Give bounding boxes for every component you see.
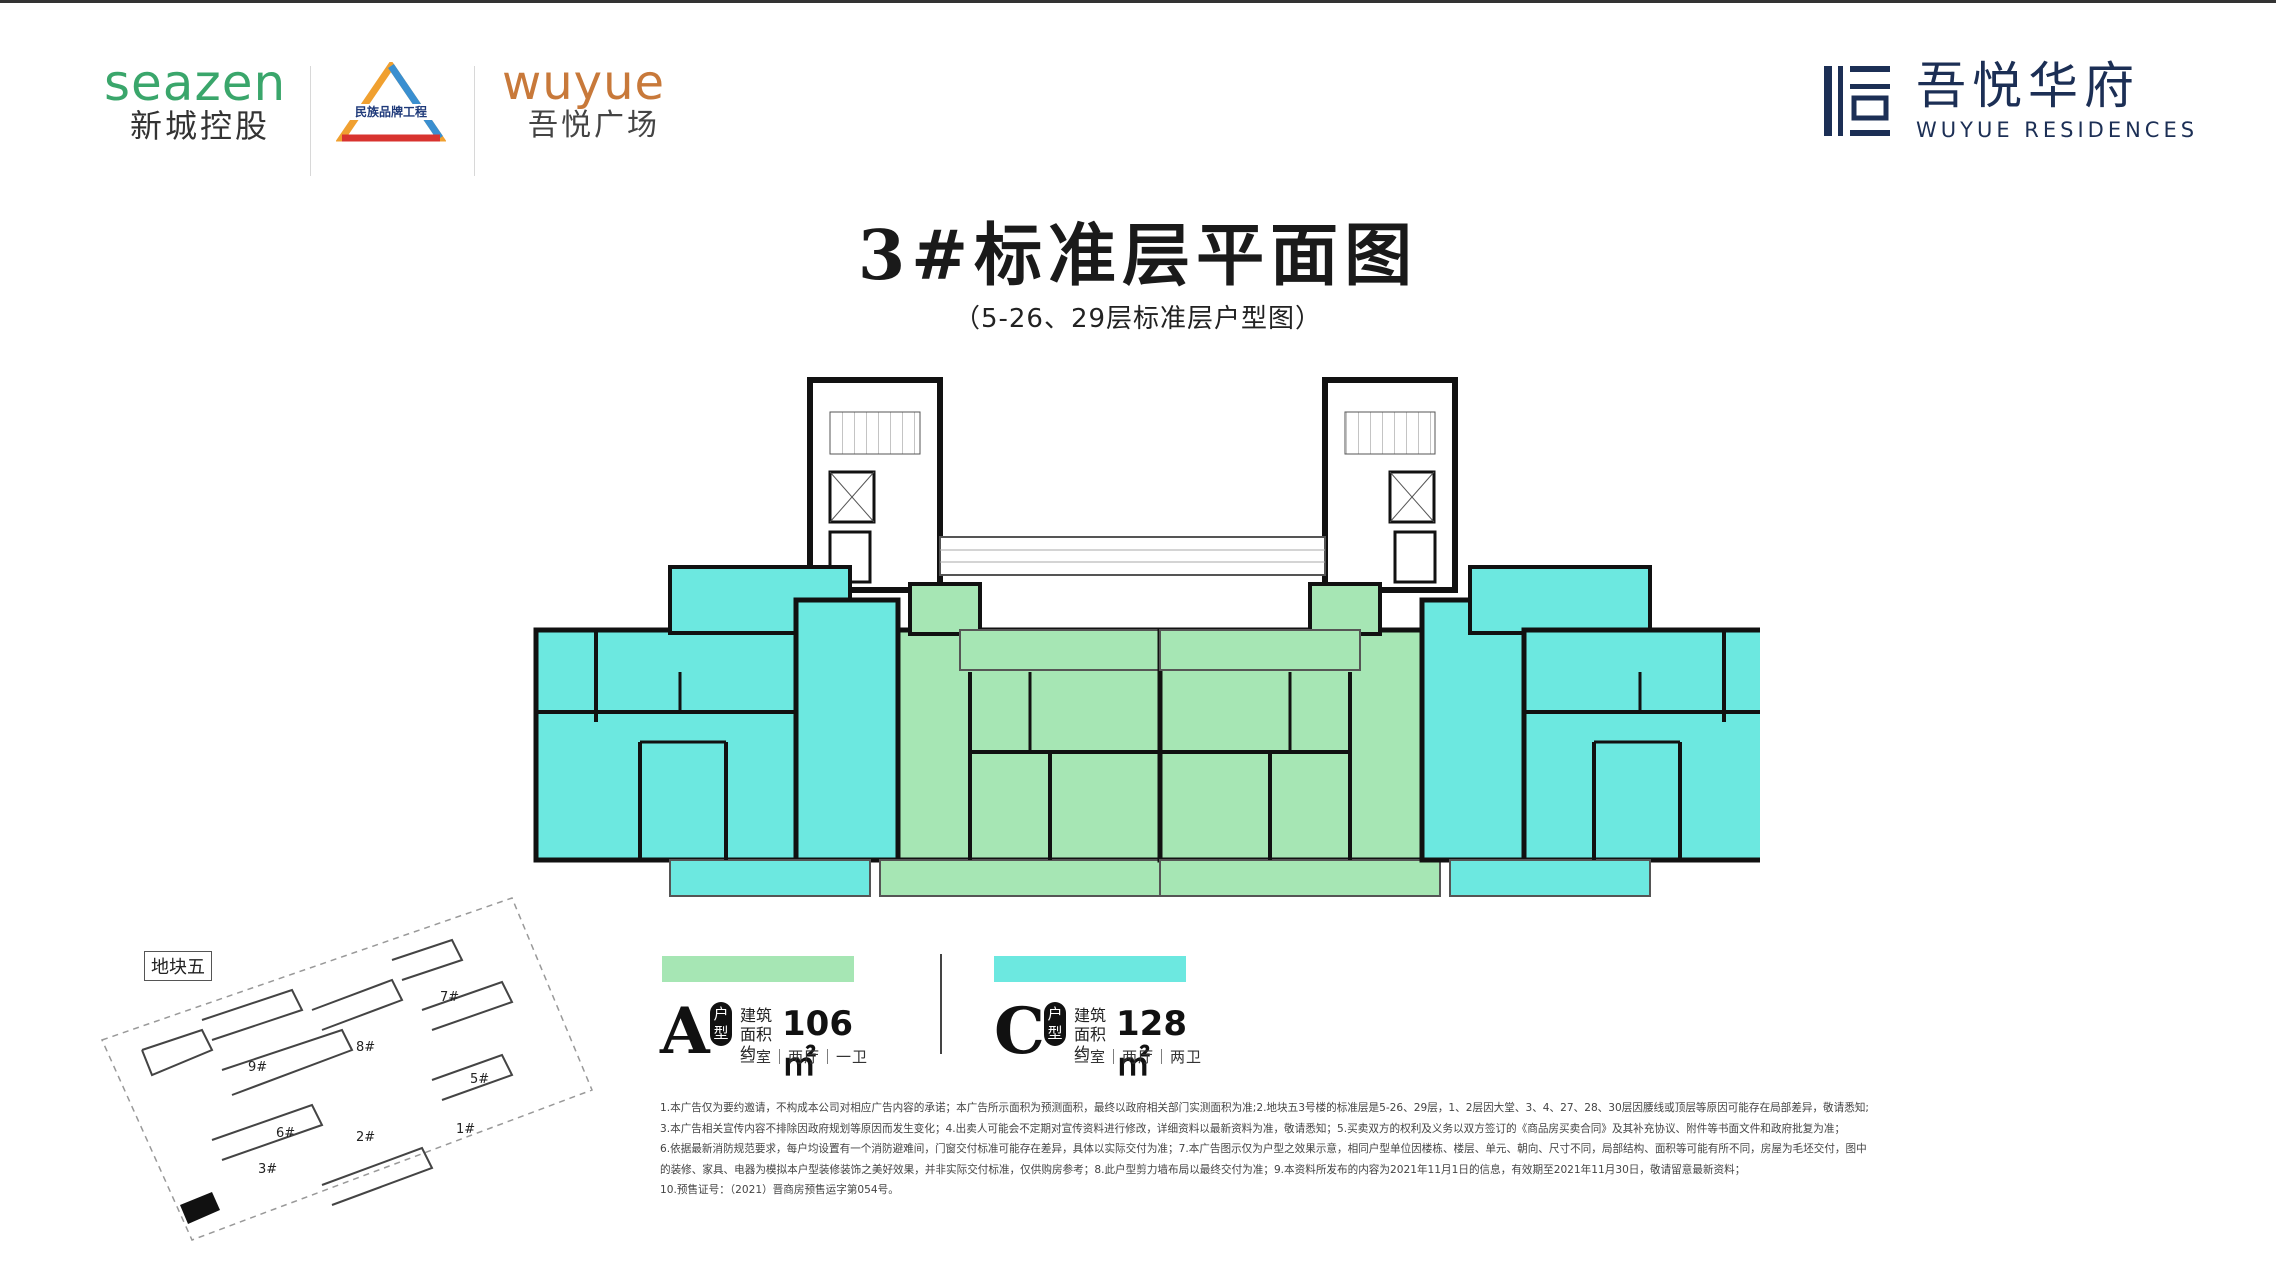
disclaimer-line: 6.依据最新消防规范要求，每户均设置有一个消防避难间，门窗交付标准可能存在差异，… [660,1143,1867,1155]
left-core [807,377,943,593]
area-label: 建筑面积约 [1074,1006,1107,1063]
corridor [939,536,1326,576]
unit-a-left [879,582,1163,897]
residences-logo: 吾悦华府 WUYUE RESIDENCES [1916,58,2198,142]
building-label: 1# [456,1122,476,1137]
disclaimer-line: 的装修、家具、电器为模拟本户型装修装饰之美好效果，并非实际交付标准，仅供购房参考… [660,1163,1746,1176]
building-3-highlight [180,1192,220,1224]
building-label: 5# [470,1072,490,1087]
brand-project-logo: 民族品牌工程 [335,59,447,144]
brand-project-text: 民族品牌工程 [336,104,446,120]
logo-divider [474,66,475,176]
disclaimer-line: 10.预售证号：（2021）晋商房预售运字第054号。 [660,1184,899,1196]
disclaimer-line: 1.本广告仅为要约邀请，不构成本公司对相应广告内容的承诺；本广告所示面积为预测面… [660,1102,1869,1114]
logo-divider [310,66,311,176]
building-label: 6# [276,1126,296,1141]
disclaimer: 1.本广告仅为要约邀请，不构成本公司对相应广告内容的承诺；本广告所示面积为预测面… [660,1098,1900,1201]
residences-emblem [1822,64,1894,138]
legend-divider [940,954,942,1054]
unit-c-left [533,565,901,897]
unit-area: 128㎡ [1116,1004,1187,1084]
unit-rooms: 三室｜两厅｜一卫 [740,1048,869,1066]
unit-a-right [1157,582,1441,897]
disclaimer-line: 3.本广告相关宣传内容不排除因政府规划等原因而发生变化；4.出卖人可能会不定期对… [660,1122,1846,1135]
residences-chinese-name: 吾悦华府 [1916,57,2140,115]
unit-type-badge: 户型 [1044,1002,1066,1046]
right-core [1322,377,1458,593]
unit-letter: C [994,994,1045,1069]
area-label: 建筑面积约 [740,1006,773,1063]
residences-english-name: WUYUE RESIDENCES [1916,118,2199,142]
floor-plan [533,377,1760,897]
site-tag: 地块五 [144,951,212,981]
site-map [100,897,593,1241]
unit-rooms: 三室｜两厅｜两卫 [1074,1048,1203,1066]
wuyue-wordmark: wuyue [502,55,666,111]
unit-type-badge: 户型 [710,1002,732,1046]
unit-c-color-swatch [994,956,1186,982]
unit-area: 106㎡ [782,1004,853,1084]
wuyue-chinese-name: 吾悦广场 [528,108,660,143]
unit-letter: A [660,994,710,1069]
wuyue-logo: wuyue 吾悦广场 [502,58,665,144]
seazen-logo: seazen 新城控股 [104,58,286,144]
building-label: 9# [248,1060,268,1075]
seazen-chinese-name: 新城控股 [130,107,271,145]
unit-a-color-swatch [662,956,854,982]
building-label: 7# [440,990,460,1005]
building-label: 3# [258,1162,278,1177]
residences-emblem-icon [1824,66,1890,136]
building-label: 8# [356,1040,376,1055]
unit-c-right [1419,565,1760,897]
seazen-wordmark: seazen [104,54,287,112]
top-border [0,0,2276,3]
brand-triangle-icon [335,59,447,142]
building-label: 2# [356,1130,376,1145]
page-subtitle: （5-26、29层标准层户型图） [953,304,1323,334]
page-title: 3#标准层平面图 [857,216,1419,296]
